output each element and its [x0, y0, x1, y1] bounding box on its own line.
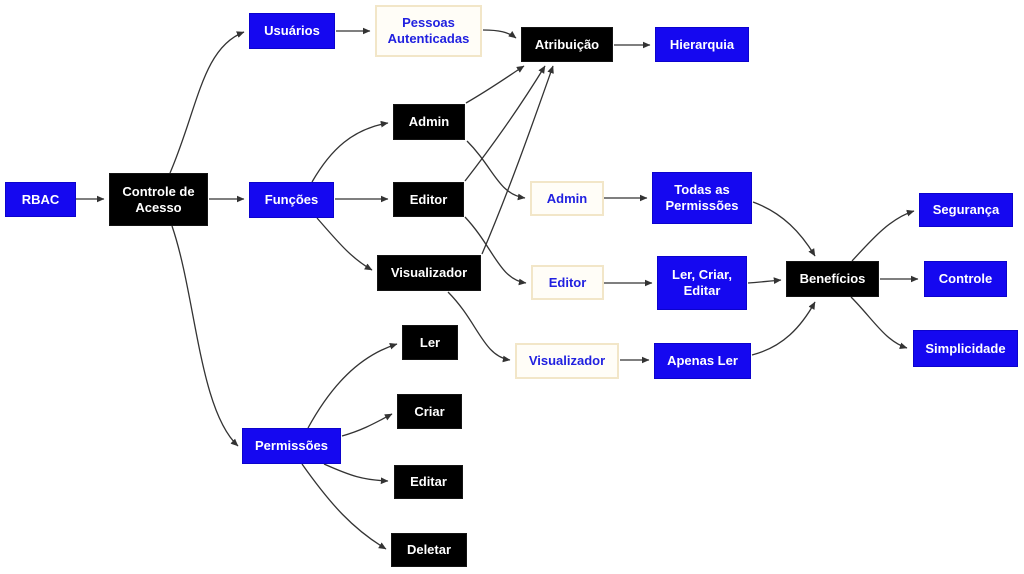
node-editor-ref: Editor: [531, 265, 604, 300]
edge-ler-criar-editar-beneficios: [747, 277, 782, 285]
node-controle-acesso-label: Controle de Acesso: [122, 183, 195, 215]
node-criar-label: Criar: [414, 403, 445, 419]
node-todas-permissoes-label: Todas as Permissões: [665, 182, 739, 213]
node-controle: Controle: [924, 261, 1007, 297]
edge-beneficios-simplicidade: [850, 296, 908, 350]
node-admin-role: Admin: [393, 104, 465, 140]
node-deletar-label: Deletar: [406, 542, 452, 557]
node-controle-acesso: Controle de Acesso: [109, 173, 208, 226]
node-ler-criar-editar: Ler, Criar, Editar: [657, 256, 747, 310]
node-visualizador-role: Visualizador: [377, 255, 481, 291]
node-simplicidade-label: Simplicidade: [925, 340, 1006, 356]
node-visualizador-ref-label: Visualizador: [528, 353, 606, 368]
node-editor-role-label: Editor: [409, 191, 448, 207]
node-funcoes: Funções: [249, 182, 334, 218]
edge-editor-role-atribuicao: [464, 65, 546, 182]
edge-funcoes-admin-role: [311, 120, 389, 183]
node-atribuicao: Atribuição: [521, 27, 613, 62]
node-funcoes-label: Funções: [264, 192, 319, 207]
node-editor-role: Editor: [393, 182, 464, 217]
edge-beneficios-seguranca: [851, 209, 915, 262]
node-admin-ref-label: Admin: [546, 190, 588, 206]
node-editar-label: Editar: [410, 474, 447, 489]
node-seguranca-label: Segurança: [932, 202, 1000, 217]
edge-funcoes-visualizador-role: [316, 217, 373, 271]
node-apenas-ler: Apenas Ler: [654, 343, 751, 379]
node-permissoes: Permissões: [242, 428, 341, 464]
node-usuarios: Usuários: [249, 13, 335, 49]
edge-visualizador-role-atribuicao: [481, 65, 554, 255]
node-hierarquia: Hierarquia: [655, 27, 749, 62]
edge-pessoas-autenticadas-atribuicao: [482, 29, 517, 39]
node-todas-permissoes: Todas as Permissões: [652, 172, 752, 224]
node-visualizador-ref: Visualizador: [515, 343, 619, 379]
node-rbac: RBAC: [5, 182, 76, 217]
node-admin-role-label: Admin: [408, 114, 450, 129]
node-ler-criar-editar-label: Ler, Criar, Editar: [672, 267, 732, 298]
node-permissoes-label: Permissões: [255, 438, 328, 453]
node-apenas-ler-label: Apenas Ler: [667, 353, 738, 368]
node-rbac-label: RBAC: [21, 191, 60, 207]
node-simplicidade: Simplicidade: [913, 330, 1018, 367]
edge-admin-role-atribuicao: [465, 65, 525, 104]
edge-admin-role-admin-ref: [466, 140, 526, 201]
node-hierarquia-label: Hierarquia: [669, 36, 735, 52]
node-usuarios-label: Usuários: [264, 23, 320, 38]
node-admin-ref: Admin: [530, 181, 604, 216]
edge-permissoes-ler: [307, 342, 398, 429]
node-seguranca: Segurança: [919, 193, 1013, 227]
node-beneficios-label: Benefícios: [799, 271, 866, 286]
node-deletar: Deletar: [391, 533, 467, 567]
node-pessoas-autenticadas-label: Pessoas Autenticadas: [387, 15, 470, 46]
edge-todas-permissoes-beneficios: [752, 201, 816, 257]
node-editor-ref-label: Editor: [548, 274, 587, 290]
node-pessoas-autenticadas: Pessoas Autenticadas: [375, 5, 482, 57]
edge-controle-acesso-usuarios: [169, 31, 245, 174]
node-visualizador-role-label: Visualizador: [390, 265, 468, 280]
node-beneficios: Benefícios: [786, 261, 879, 297]
node-atribuicao-label: Atribuição: [534, 36, 600, 52]
edge-permissoes-deletar: [301, 463, 387, 550]
node-criar: Criar: [397, 394, 462, 429]
edge-editor-role-editor-ref: [464, 216, 527, 286]
edge-permissoes-editar: [323, 463, 389, 485]
edge-visualizador-role-visualizador-ref: [447, 291, 511, 363]
edge-permissoes-criar: [341, 413, 393, 437]
node-controle-label: Controle: [938, 271, 993, 286]
edge-apenas-ler-beneficios: [751, 301, 816, 356]
node-ler: Ler: [402, 325, 458, 360]
edge-controle-acesso-permissoes: [171, 225, 239, 447]
node-editar: Editar: [394, 465, 463, 499]
node-ler-label: Ler: [419, 334, 441, 350]
